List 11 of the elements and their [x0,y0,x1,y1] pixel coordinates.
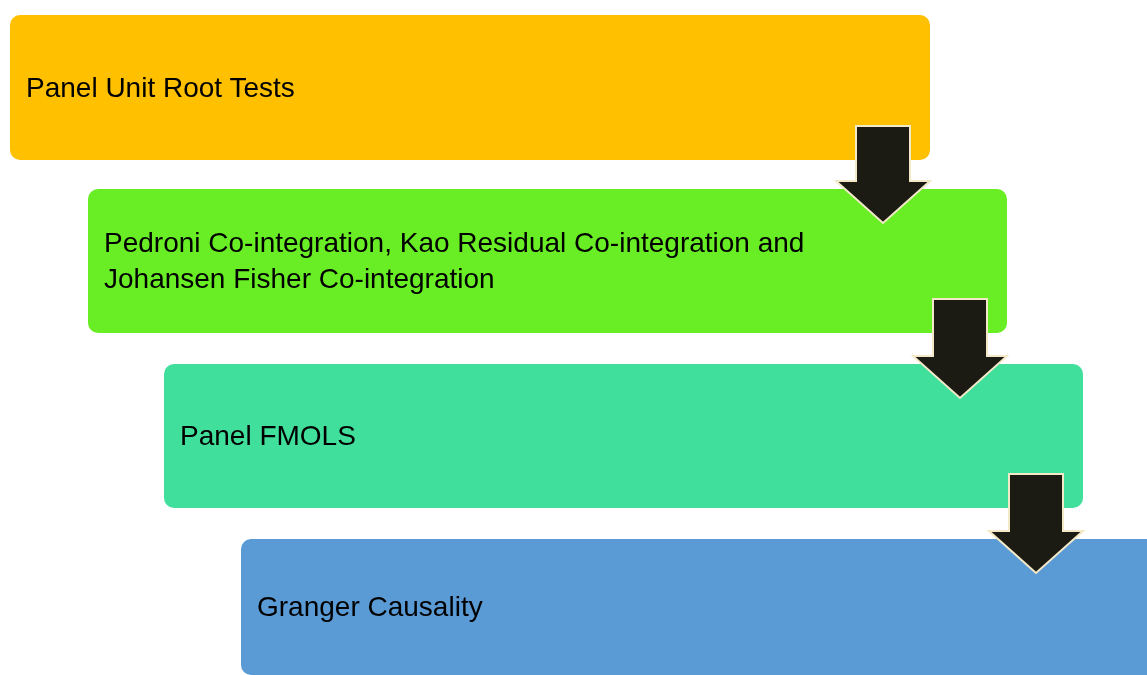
block-arrow [986,473,1086,575]
block-arrow [833,125,933,225]
step-label: Granger Causality [257,590,484,624]
process-box [88,189,1007,333]
process-box [10,15,930,160]
process-box [241,539,1147,675]
step-label: Panel Unit Root Tests [26,70,296,105]
process-box [164,364,1083,508]
block-arrow [910,298,1010,400]
step-label: Pedroni Co-integration, Kao Residual Co-integration and Johansen Fisher Co-integration [104,226,806,296]
step-label: Panel FMOLS [180,419,357,453]
